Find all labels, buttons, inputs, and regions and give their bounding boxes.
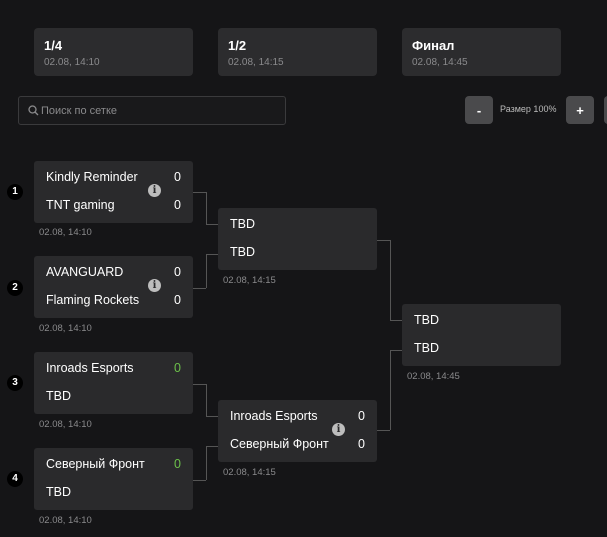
round-title: Финал (412, 38, 455, 53)
match-number: 2 (7, 280, 23, 296)
team-name: AVANGUARD (46, 265, 124, 279)
team-name: Flaming Rockets (46, 293, 140, 307)
match-card[interactable]: TBD TBD (218, 208, 377, 270)
team-score: 0 (174, 457, 181, 471)
zoom-reset-button[interactable] (604, 96, 607, 124)
team-name: TBD (230, 217, 255, 231)
team-score: 0 (358, 437, 365, 451)
team-score: 0 (174, 265, 181, 279)
team-score: 0 (174, 170, 181, 184)
round-header-quarterfinal[interactable]: 1/4 02.08, 14:10 (34, 28, 193, 76)
team-name: TBD (46, 485, 71, 499)
match-card[interactable]: AVANGUARD 0 Flaming Rockets 0 i (34, 256, 193, 318)
round-date: 02.08, 14:10 (44, 57, 100, 68)
team-name: TBD (414, 341, 439, 355)
match-date: 02.08, 14:10 (39, 323, 92, 334)
match-number: 4 (7, 471, 23, 487)
match-date: 02.08, 14:10 (39, 419, 92, 430)
team-name: TBD (46, 389, 71, 403)
team-name: Северный Фронт (46, 457, 145, 471)
round-date: 02.08, 14:15 (228, 57, 284, 68)
search-input[interactable] (41, 97, 271, 124)
zoom-out-button[interactable]: - (465, 96, 493, 124)
team-name: Inroads Esports (46, 361, 134, 375)
match-number: 1 (7, 184, 23, 200)
team-score: 0 (174, 293, 181, 307)
match-date: 02.08, 14:15 (223, 275, 276, 286)
team-name: TBD (414, 313, 439, 327)
team-name: Северный Фронт (230, 437, 329, 451)
match-date: 02.08, 14:10 (39, 227, 92, 238)
search-box[interactable] (18, 96, 286, 125)
team-name: Kindly Reminder (46, 170, 138, 184)
match-card[interactable]: Inroads Esports 0 Северный Фронт 0 i (218, 400, 377, 462)
team-name: TNT gaming (46, 198, 115, 212)
team-name: TBD (230, 245, 255, 259)
zoom-in-button[interactable]: + (566, 96, 594, 124)
match-card[interactable]: Inroads Esports 0 TBD (34, 352, 193, 414)
round-header-semifinal[interactable]: 1/2 02.08, 14:15 (218, 28, 377, 76)
info-icon[interactable]: i (332, 423, 345, 436)
match-card[interactable]: Северный Фронт 0 TBD (34, 448, 193, 510)
match-date: 02.08, 14:45 (407, 371, 460, 382)
search-icon (28, 105, 39, 116)
round-date: 02.08, 14:45 (412, 57, 468, 68)
zoom-level-label: Размер 100% (500, 104, 557, 114)
round-title: 1/2 (228, 38, 247, 53)
match-date: 02.08, 14:15 (223, 467, 276, 478)
info-icon[interactable]: i (148, 279, 161, 292)
round-header-final[interactable]: Финал 02.08, 14:45 (402, 28, 561, 76)
team-name: Inroads Esports (230, 409, 318, 423)
team-score: 0 (174, 361, 181, 375)
team-score: 0 (174, 198, 181, 212)
round-title: 1/4 (44, 38, 63, 53)
info-icon[interactable]: i (148, 184, 161, 197)
match-number: 3 (7, 375, 23, 391)
match-date: 02.08, 14:10 (39, 515, 92, 526)
match-card[interactable]: TBD TBD (402, 304, 561, 366)
match-card[interactable]: Kindly Reminder 0 TNT gaming 0 i (34, 161, 193, 223)
team-score: 0 (358, 409, 365, 423)
